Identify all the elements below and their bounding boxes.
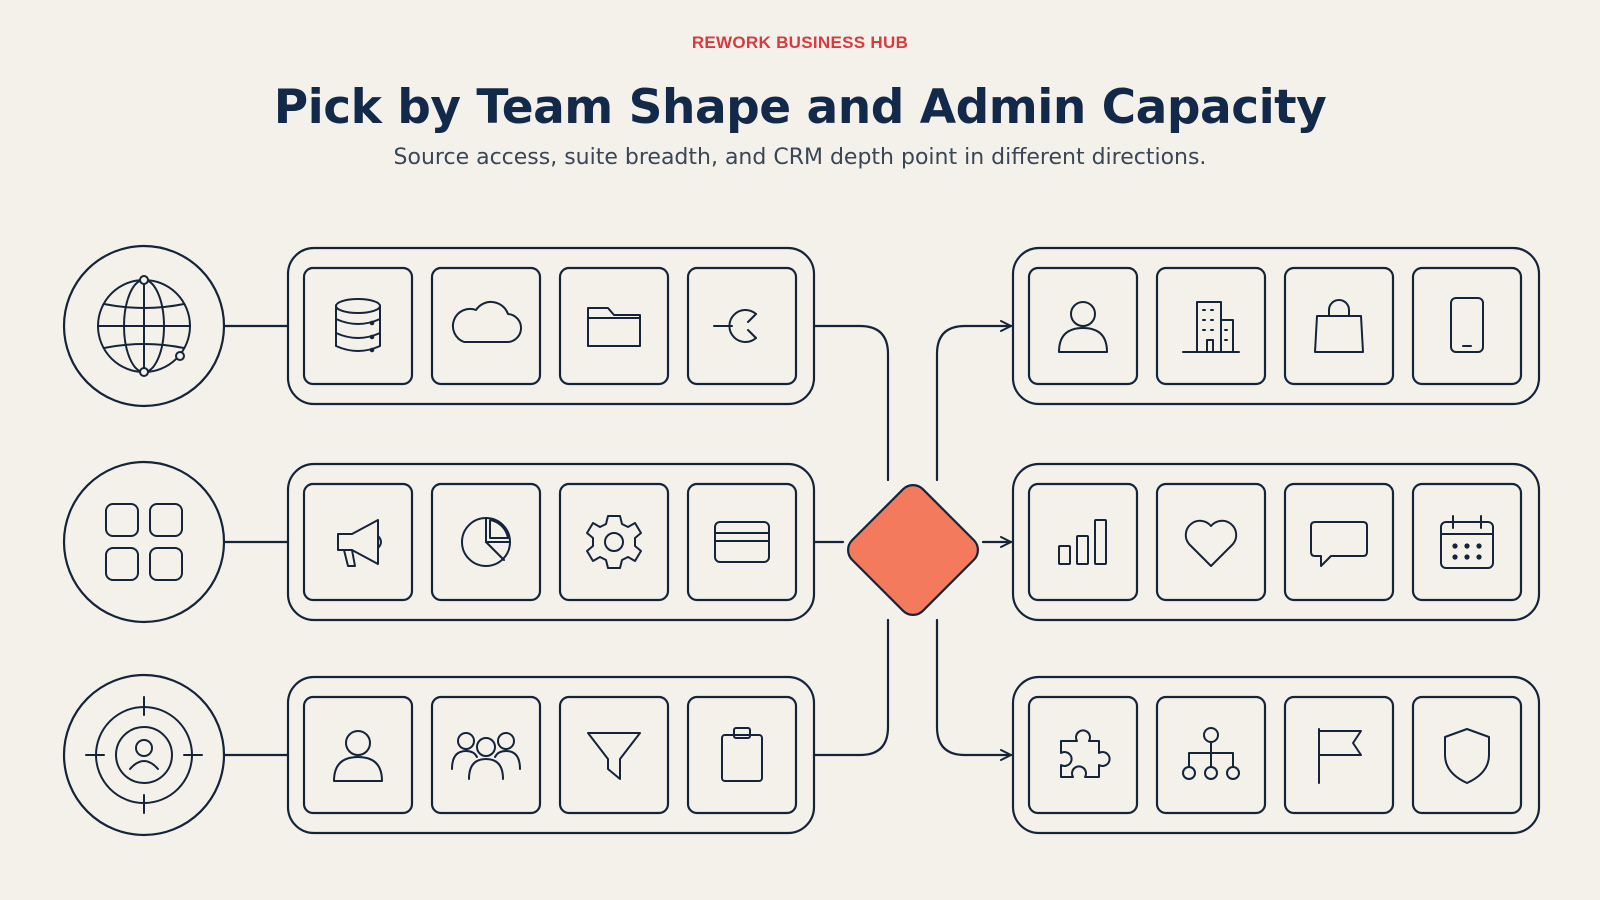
smartphone-icon	[1450, 297, 1484, 353]
user-icon	[333, 730, 383, 782]
pie-chart-icon	[461, 517, 511, 567]
icon-panels	[286, 246, 1541, 835]
left-panel-3	[286, 675, 816, 835]
left-hub-3	[62, 673, 226, 837]
calendar-icon	[1440, 515, 1494, 569]
right-panel-1	[1011, 246, 1541, 406]
left-panel-1-tile-3	[558, 266, 670, 386]
left-panel-3-tile-2	[430, 695, 542, 815]
globe-icon	[97, 275, 191, 377]
merge-line-top	[812, 324, 890, 482]
flag-icon	[1318, 728, 1362, 784]
right-panel-2-tile-2	[1155, 482, 1267, 602]
left-panel-1-tile-4	[686, 266, 798, 386]
org-chart-icon	[1182, 727, 1240, 780]
app-grid-icon	[105, 503, 183, 581]
split-arrow-bottom	[935, 618, 1013, 761]
user-icon	[1058, 301, 1108, 353]
left-panel-2	[286, 462, 816, 622]
shopping-bag-icon	[1314, 299, 1364, 353]
cloud-icon	[451, 300, 523, 344]
building-icon	[1182, 301, 1240, 353]
left-panel-3-tile-4	[686, 695, 798, 815]
left-hub-1	[62, 244, 226, 408]
right-panel-3-tile-4	[1411, 695, 1523, 815]
right-panel-2	[1011, 462, 1541, 622]
database-icon	[335, 298, 381, 353]
gear-icon	[586, 515, 642, 569]
code-icon	[713, 309, 757, 343]
team-icon	[451, 732, 521, 780]
center-node	[846, 483, 980, 617]
left-panel-2-tile-4	[686, 482, 798, 602]
folder-icon	[587, 307, 641, 347]
page-subtitle: Source access, suite breadth, and CRM de…	[393, 145, 1207, 170]
left-panel-1	[286, 246, 816, 406]
left-panel-2-tile-1	[302, 482, 414, 602]
shield-icon	[1444, 728, 1490, 784]
chat-bubble-icon	[1310, 521, 1368, 567]
funnel-icon	[587, 732, 641, 780]
megaphone-icon	[337, 519, 382, 567]
credit-card-icon	[714, 521, 770, 563]
right-panel-1-tile-2	[1155, 266, 1267, 386]
left-panel-3-tile-1	[302, 695, 414, 815]
left-panel-2-tile-2	[430, 482, 542, 602]
hub-circles	[62, 244, 226, 837]
page-title: Pick by Team Shape and Admin Capacity	[273, 80, 1327, 135]
right-panel-2-tile-4	[1411, 482, 1523, 602]
right-panel-1-tile-1	[1027, 266, 1139, 386]
right-panel-2-tile-3	[1283, 482, 1395, 602]
right-panel-3	[1011, 675, 1541, 835]
right-panel-1-tile-3	[1283, 266, 1395, 386]
clipboard-icon	[721, 727, 763, 782]
right-panel-3-tile-1	[1027, 695, 1139, 815]
right-panel-1-tile-4	[1411, 266, 1523, 386]
left-panel-1-tile-2	[430, 266, 542, 386]
decision-diamond-icon	[846, 483, 980, 617]
right-panel-2-tile-1	[1027, 482, 1139, 602]
left-panel-2-tile-3	[558, 482, 670, 602]
heart-icon	[1184, 519, 1238, 567]
split-arrow-top	[935, 320, 1013, 482]
eyebrow-label: REWORK BUSINESS HUB	[691, 33, 909, 52]
puzzle-icon	[1060, 729, 1111, 778]
left-panel-3-tile-3	[558, 695, 670, 815]
bar-chart-icon	[1058, 519, 1107, 565]
left-panel-1-tile-1	[302, 266, 414, 386]
left-hub-2	[62, 460, 226, 624]
right-panel-3-tile-2	[1155, 695, 1267, 815]
right-panel-3-tile-3	[1283, 695, 1395, 815]
merge-line-bottom	[812, 618, 890, 757]
target-user-icon	[85, 696, 203, 814]
connector-lines	[222, 320, 1013, 761]
